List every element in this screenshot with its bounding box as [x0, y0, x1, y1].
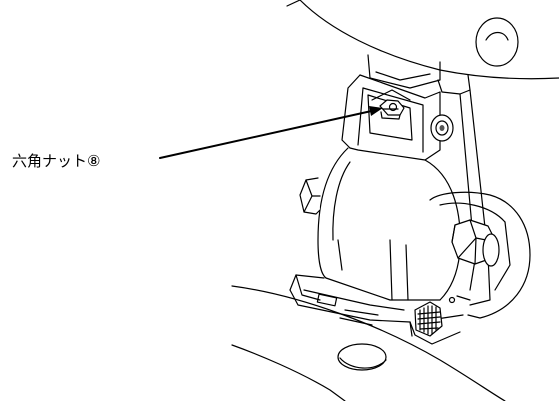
clevis-yoke	[341, 74, 441, 161]
arrowhead-icon	[369, 106, 383, 116]
base-bracket	[289, 274, 471, 345]
side-bolt-right	[451, 219, 500, 267]
lower-housing-hole	[337, 343, 387, 371]
side-bolt-upper	[430, 114, 454, 142]
callout-leader	[159, 106, 383, 159]
right-flange	[417, 191, 531, 321]
lower-housing	[231, 285, 506, 401]
upper-housing-hole	[475, 17, 519, 67]
cylinder-body	[317, 147, 461, 301]
upper-housing	[286, 0, 559, 80]
hex-nut	[379, 99, 405, 120]
grid-connector	[414, 301, 443, 337]
callout-label: 六角ナット⑧	[12, 152, 100, 170]
side-bolt-left	[299, 177, 321, 215]
mounting-bracket	[367, 54, 491, 306]
